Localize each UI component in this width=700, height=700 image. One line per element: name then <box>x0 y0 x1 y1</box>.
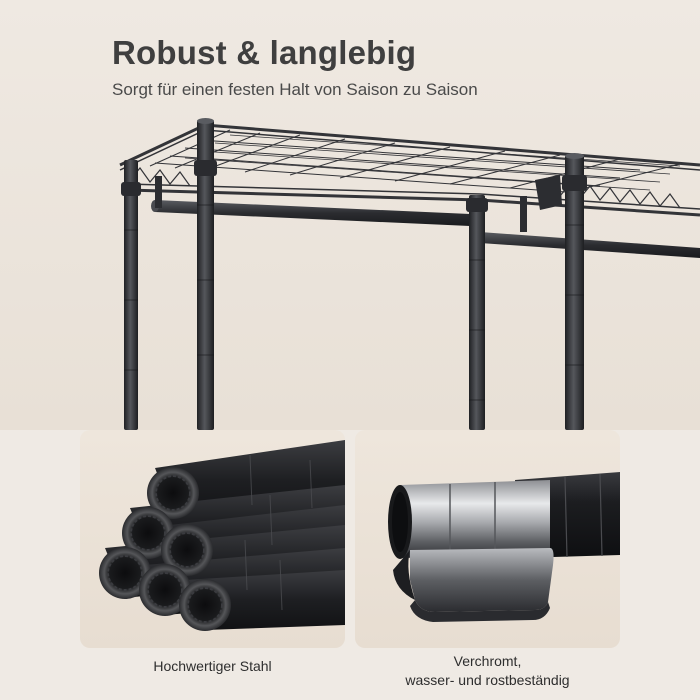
steel-tube-bundle-image <box>99 440 345 631</box>
caption-chrome-line1: Verchromt, <box>453 653 522 669</box>
page-subtitle: Sorgt für einen festen Halt von Saison z… <box>112 80 478 99</box>
clothes-rails <box>151 175 700 258</box>
caption-chrome: Verchromt, wasser- und rostbeständig <box>355 652 620 690</box>
feature-card-chrome <box>355 430 620 648</box>
chrome-tube-section-image <box>388 472 620 622</box>
page-title: Robust & langlebig <box>112 34 417 71</box>
wire-shelf-illustration <box>0 0 700 430</box>
hero-image-shelf <box>0 0 700 430</box>
caption-chrome-line2: wasser- und rostbeständig <box>405 672 570 688</box>
caption-steel: Hochwertiger Stahl <box>153 658 272 674</box>
shelf-posts <box>121 118 587 430</box>
feature-card-steel <box>80 430 345 648</box>
